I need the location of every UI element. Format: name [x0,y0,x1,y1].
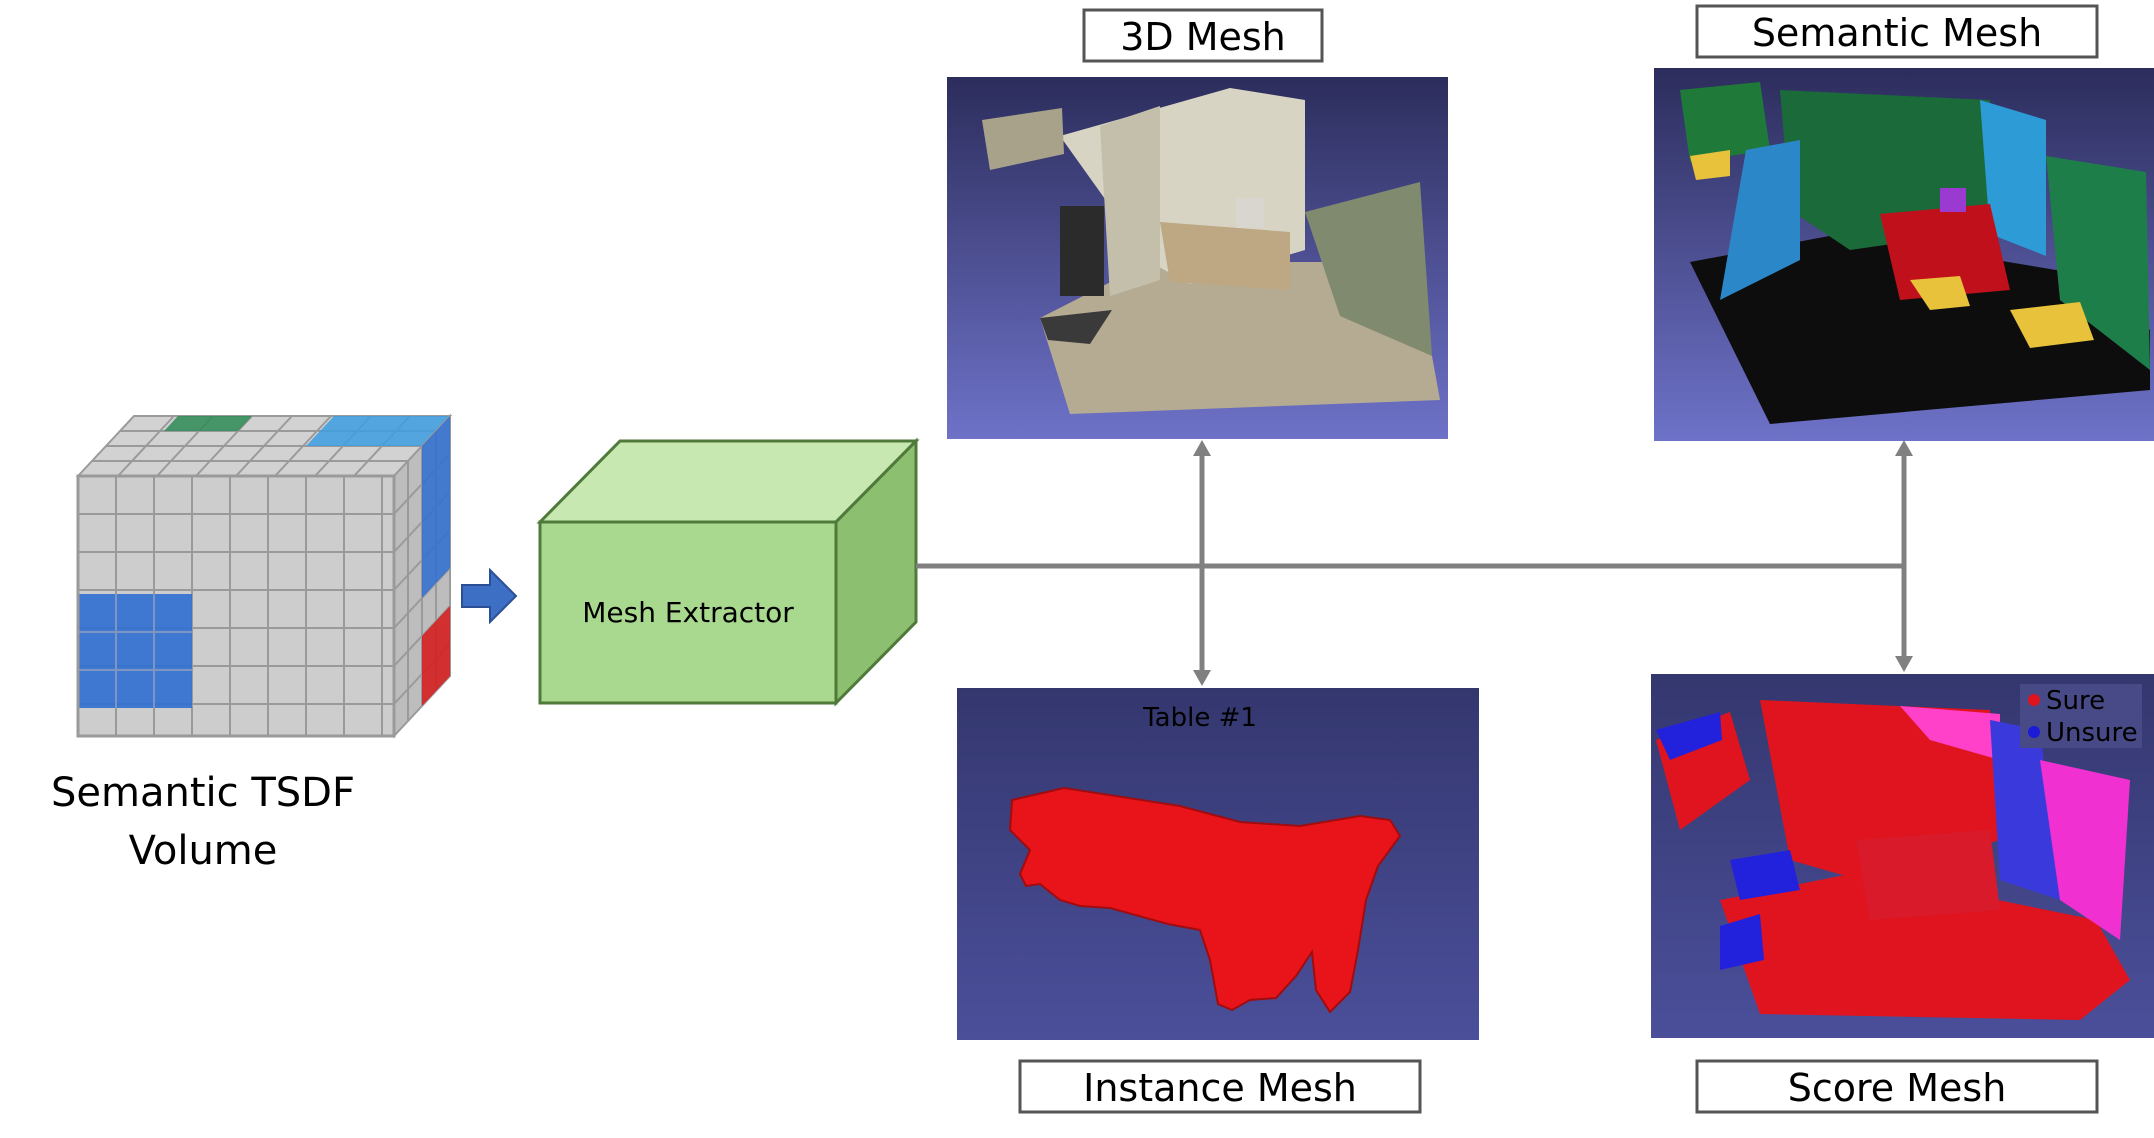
table-instance-shape [1008,786,1402,1014]
arrow-to-score-mesh-icon [1895,656,1913,672]
arrow-to-3d-mesh-icon [1193,440,1211,456]
viewport-3d-mesh [947,77,1448,439]
title-instance-mesh: Instance Mesh [1083,1066,1357,1110]
legend-unsure-dot-icon [2028,726,2040,738]
connector-lines [916,452,1907,674]
title-3d-mesh: 3D Mesh [1120,15,1286,59]
title-box-instance-mesh [1018,1059,1422,1114]
input-arrow-icon [461,567,518,625]
score-legend-box [2020,684,2142,748]
title-box-score-mesh [1695,1059,2099,1114]
top-green-voxels [164,416,252,431]
legend-sure-label: Sure [2046,686,2105,716]
legend-unsure-label: Unsure [2046,718,2138,748]
viewport-score-mesh [1651,674,2154,1038]
side-red-voxels [422,606,450,706]
front-blue-voxels [78,594,192,708]
title-semantic-mesh: Semantic Mesh [1752,11,2042,55]
instance-caption: Table #1 [1142,703,1257,733]
title-box-3d-mesh [1082,8,1324,63]
title-box-semantic-mesh [1695,4,2099,59]
legend-sure-dot-icon [2028,694,2040,706]
tsdf-label-line2: Volume [129,828,278,874]
arrow-to-instance-mesh-icon [1193,670,1211,686]
side-blue-voxels [422,416,450,598]
mesh-extractor-box [536,437,920,707]
arrow-to-semantic-mesh-icon [1895,440,1913,456]
top-cyan-voxels [306,416,450,446]
viewport-semantic-mesh [1654,68,2154,441]
mesh-extractor-label: Mesh Extractor [582,596,794,629]
tsdf-volume-cube [75,413,453,739]
title-score-mesh: Score Mesh [1788,1066,2007,1110]
viewport-instance-mesh [957,688,1479,1040]
tsdf-label-line1: Semantic TSDF [51,770,355,816]
